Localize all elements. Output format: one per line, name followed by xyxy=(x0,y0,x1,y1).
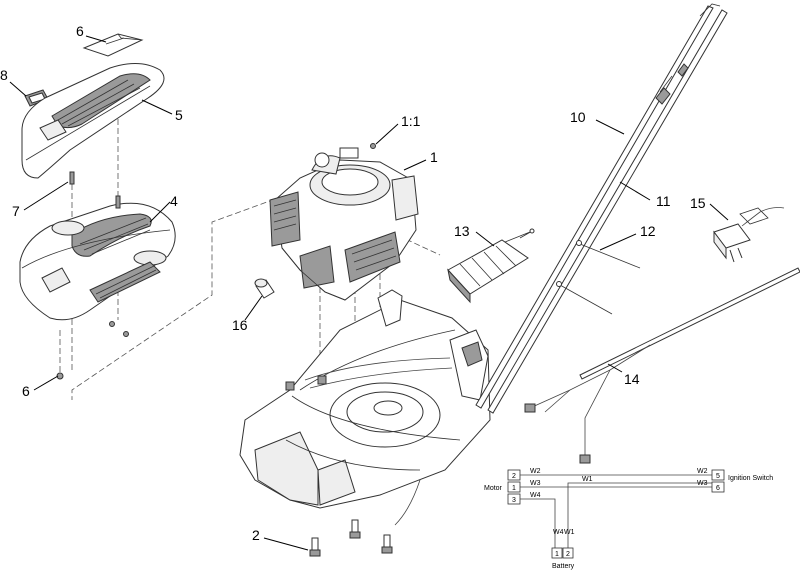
wire-w3-switch: W3 xyxy=(697,480,708,487)
callout-2: 2 xyxy=(252,527,260,543)
switch-pin: 6 xyxy=(716,485,720,492)
motor-pin: 3 xyxy=(512,497,516,504)
motor-pin: 1 xyxy=(512,485,516,492)
part-13-catcher-tray xyxy=(447,228,535,304)
wire-w4-battery: W4 xyxy=(553,529,564,536)
part-5-nut xyxy=(56,372,64,380)
part-7-top-cap xyxy=(82,33,144,57)
callout-4: 5 xyxy=(175,107,183,123)
part-4-upper-shroud xyxy=(21,63,165,179)
motor-pin: 2 xyxy=(512,473,516,480)
part-10-11-handle-bars xyxy=(475,3,728,414)
part-16-spacer xyxy=(254,278,275,299)
callout-11: 11 xyxy=(656,193,671,209)
callout-1: 1 xyxy=(430,149,438,165)
callout-15: 15 xyxy=(690,195,706,211)
part-15-charger xyxy=(713,207,785,263)
fasteners xyxy=(56,171,129,380)
wire-w2: W2 xyxy=(530,468,541,475)
motor-label: Motor xyxy=(484,485,503,492)
callout-6: 7 xyxy=(12,203,20,219)
part-1-1-plug-wire xyxy=(370,143,376,149)
part-12-rods xyxy=(556,240,641,315)
part-1-engine xyxy=(269,143,419,301)
callout-7: 6 xyxy=(76,23,84,39)
part-6-screw xyxy=(69,171,75,185)
callout-8: 8 xyxy=(0,67,8,83)
callout-5: 6 xyxy=(22,383,30,399)
leader-lines xyxy=(9,35,729,551)
wire-w1-battery: W1 xyxy=(564,529,575,536)
wire-w2-switch: W2 xyxy=(697,468,708,475)
battery-pin: 1 xyxy=(555,551,559,558)
mower-deck xyxy=(239,289,491,526)
callout-1-1: 1:1 xyxy=(401,113,421,129)
wiring-schematic: Motor 2 1 3 W2 W3 W4 W1 W2 W3 W4 W1 5 6 … xyxy=(484,468,773,570)
callout-3: 4 xyxy=(170,193,178,209)
battery-label: Battery xyxy=(552,563,575,570)
callout-16: 16 xyxy=(232,317,248,333)
callout-labels: 6 8 5 4 7 6 16 1 1:1 2 10 11 12 13 14 15 xyxy=(0,23,706,543)
wire-w3: W3 xyxy=(530,480,541,487)
callout-10: 10 xyxy=(570,109,586,125)
switch-pin: 5 xyxy=(716,473,720,480)
part-3-lower-shroud xyxy=(19,202,176,321)
callout-12: 12 xyxy=(640,223,656,239)
part-14-harness xyxy=(524,267,800,464)
ignition-switch-label: Ignition Switch xyxy=(728,475,773,482)
callout-14: 14 xyxy=(624,371,640,387)
wire-w4: W4 xyxy=(530,492,541,499)
part-2-bolts xyxy=(309,519,393,557)
callout-13: 13 xyxy=(454,223,470,239)
wire-w1: W1 xyxy=(582,476,593,483)
battery-pin: 2 xyxy=(566,551,570,558)
